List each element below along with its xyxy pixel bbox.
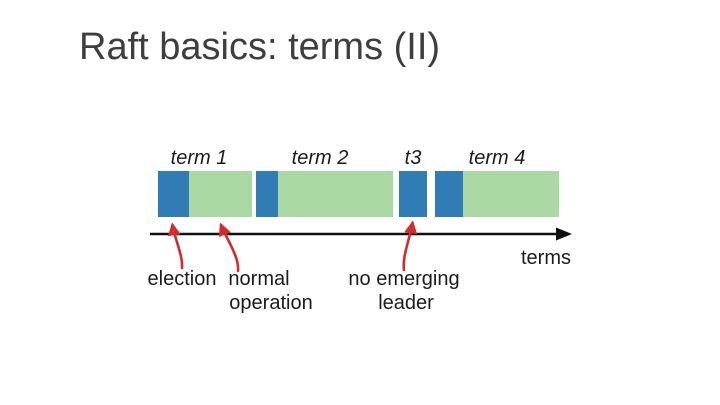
terms-axis-label: terms: [521, 247, 571, 269]
term2-election-segment: [256, 171, 278, 217]
normal-operation-label-line1: normal: [228, 268, 290, 290]
term1-election-segment: [158, 171, 189, 217]
term1-normal-operation-segment: [189, 171, 252, 217]
timeline-axis-arrowhead-icon: [556, 227, 572, 241]
term2-normal-operation-segment: [278, 171, 393, 217]
term3-label: t3: [404, 147, 422, 169]
no-leader-label-line2: leader: [378, 292, 434, 314]
no-leader-annotation-arrow-icon: [402, 220, 418, 272]
election-label: election: [147, 268, 217, 290]
term4-label: term 4: [468, 147, 526, 169]
normal-operation-annotation-arrow-icon: [218, 222, 240, 273]
term3-election-segment: [399, 171, 427, 217]
election-annotation-arrow-icon: [167, 222, 184, 270]
term4-normal-operation-segment: [463, 171, 559, 217]
normal-operation-label-line2: operation: [229, 292, 313, 314]
term2-label: term 2: [291, 147, 349, 169]
term4-election-segment: [435, 171, 463, 217]
no-leader-label-line1: no emerging: [348, 268, 460, 290]
term1-label: term 1: [170, 147, 228, 169]
page-title: Raft basics: terms (II): [79, 26, 441, 68]
